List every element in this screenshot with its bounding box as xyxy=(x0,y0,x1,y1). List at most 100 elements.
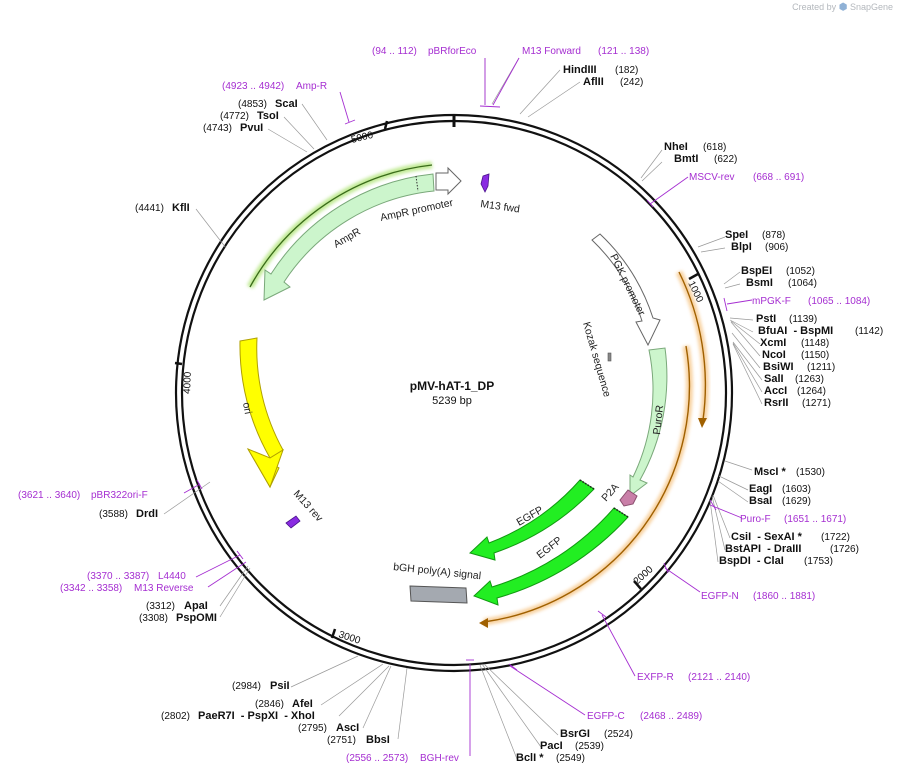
tick-label-2000: 2000 xyxy=(632,564,656,587)
enzyme-bbsi-pos: (2751) xyxy=(327,735,356,746)
enzyme-bspdi-clai-pos: (1753) xyxy=(804,556,833,567)
enzyme-nhei-pos: (618) xyxy=(703,142,726,153)
enzyme-xcmi: XcmI xyxy=(760,337,786,349)
enzyme-bsiwi-pos: (1211) xyxy=(807,362,835,373)
enzyme-psti: PstI xyxy=(756,313,776,325)
snapgene-brand-name: SnapGene xyxy=(849,2,893,12)
primer-m13-reverse-range: (3342 .. 3358) xyxy=(60,583,122,594)
enzyme-apai-pos: (3312) xyxy=(146,601,175,612)
features: AmpR AmpR promoter M13 fwd ori M13 rev P… xyxy=(239,161,709,628)
primer-egfp-c-range: (2468 .. 2489) xyxy=(640,711,702,722)
enzyme-bstapi-draiii-pos: (1726) xyxy=(830,544,859,555)
enzyme-apai: ApaI xyxy=(184,600,208,612)
enzyme-afei-pos: (2846) xyxy=(255,699,284,710)
primer-egfp-c: EGFP-C xyxy=(587,711,625,722)
enzyme-bsai-pos: (1629) xyxy=(782,496,811,507)
primer-egfp-n: EGFP-N xyxy=(701,591,739,602)
enzyme-blpi: BlpI xyxy=(731,241,752,253)
enzyme-tsoi-pos: (4772) xyxy=(220,111,249,122)
enzyme-afei: AfeI xyxy=(292,698,313,710)
enzyme-kfli-pos: (4441) xyxy=(135,203,164,214)
snapgene-branding: Created by ⬢ SnapGene xyxy=(792,2,893,13)
enzyme-psii: PsiI xyxy=(270,680,290,692)
created-by-label: Created by xyxy=(792,2,837,12)
primer-bgh-rev-range: (2556 .. 2573) xyxy=(346,753,408,764)
enzyme-bsmi-pos: (1064) xyxy=(788,278,817,289)
ampr-highlight-line xyxy=(249,164,433,288)
orf-arc-2 xyxy=(483,345,691,623)
enzyme-eagi-pos: (1603) xyxy=(782,484,811,495)
primer-mpgk-f: mPGK-F xyxy=(752,296,791,307)
puror-feature xyxy=(629,347,668,498)
enzyme-paer7i-pspxi-xhoi: PaeR7I - PspXI - XhoI xyxy=(198,710,315,722)
tick-5000 xyxy=(383,120,389,130)
enzyme-pspomi: PspOMI xyxy=(176,612,217,624)
egfp1-feature xyxy=(469,479,595,561)
enzyme-bcli: BclI * xyxy=(516,752,544,764)
m13rev-feature xyxy=(285,515,301,529)
enzyme-tsoi: TsoI xyxy=(257,110,279,122)
enzyme-bsmi: BsmI xyxy=(746,277,773,289)
enzyme-bmti-pos: (622) xyxy=(714,154,737,165)
enzyme-scai: ScaI xyxy=(275,98,298,110)
primer-puro-f: Puro-F xyxy=(740,514,771,525)
enzyme-ncoi-pos: (1150) xyxy=(801,350,829,361)
enzyme-msci-pos: (1530) xyxy=(796,467,825,478)
primer-puro-f-range: (1651 .. 1671) xyxy=(784,514,846,525)
enzyme-scai-pos: (4853) xyxy=(238,99,267,110)
primer-pbrforeco-range: (94 .. 112) xyxy=(372,46,417,57)
enzyme-spei-pos: (878) xyxy=(762,230,785,241)
enzyme-bsai: BsaI xyxy=(749,495,772,507)
enzyme-xcmi-pos: (1148) xyxy=(801,338,829,349)
enzyme-bmti: BmtI xyxy=(674,153,698,165)
primer-m13-forward-range: (121 .. 138) xyxy=(598,46,649,57)
enzyme-bspei-pos: (1052) xyxy=(786,266,815,277)
enzyme-aflii: AflII xyxy=(583,76,604,88)
primer-pbrforeco: pBRforEco xyxy=(428,46,477,57)
enzyme-pvui: PvuI xyxy=(240,122,263,134)
bgh-label: bGH poly(A) signal xyxy=(393,561,482,582)
primer-mscv-rev: MSCV-rev xyxy=(689,172,735,183)
enzyme-csii-sexai-pos: (1722) xyxy=(821,532,850,543)
enzyme-bfuai-bspmi: BfuAI - BspMI xyxy=(758,325,833,337)
tick-3000 xyxy=(330,628,337,639)
tick-1000 xyxy=(688,272,699,281)
enzyme-ncoi: NcoI xyxy=(762,349,786,361)
enzyme-paci: PacI xyxy=(540,740,563,752)
enzyme-pvui-pos: (4743) xyxy=(203,123,232,134)
enzyme-aflii-pos: (242) xyxy=(620,77,643,88)
pgk-feature xyxy=(591,233,661,347)
tick-label-4000: 4000 xyxy=(182,371,194,394)
primer-mscv-rev-range: (668 .. 691) xyxy=(753,172,804,183)
enzyme-drdi: DrdI xyxy=(136,508,158,520)
primer-bgh-rev: BGH-rev xyxy=(420,753,459,764)
m13fwd-feature xyxy=(480,173,490,193)
enzyme-rsrii-pos: (1271) xyxy=(802,398,831,409)
enzyme-eagi: EagI xyxy=(749,483,772,495)
enzyme-kfli: KflI xyxy=(172,202,190,214)
enzyme-drdi-pos: (3588) xyxy=(99,509,128,520)
enzyme-pspomi-pos: (3308) xyxy=(139,613,168,624)
primer-m13-forward: M13 Forward xyxy=(522,46,581,57)
enzyme-asci: AscI xyxy=(336,722,359,734)
enzyme-bspdi-clai: BspDI - ClaI xyxy=(719,555,784,567)
ampr-label: AmpR xyxy=(332,225,364,250)
tick-2000 xyxy=(633,580,642,590)
plasmid-name: pMV-hAT-1_DP xyxy=(410,379,494,393)
primer-amp-r: Amp-R xyxy=(296,81,327,92)
primer-exfp-r-range: (2121 .. 2140) xyxy=(688,672,750,683)
m13fwd-label: M13 fwd xyxy=(480,198,521,215)
enzyme-bstapi-draiii: BstAPI - DraIII xyxy=(725,543,801,555)
primer-l4440: L4440 xyxy=(158,571,186,582)
primer-m13-reverse: M13 Reverse xyxy=(134,583,194,594)
enzyme-bsiwi: BsiWI xyxy=(763,361,794,373)
puror-label: PuroR xyxy=(651,404,666,435)
enzyme-csii-sexai: CsiI - SexAI * xyxy=(731,531,803,543)
kozak-feature xyxy=(607,352,612,362)
pgk-label: PGK promoter xyxy=(607,252,647,318)
primer-pbr322ori-f: pBR322ori-F xyxy=(91,490,148,501)
enzyme-msci: MscI * xyxy=(754,466,787,478)
primer-labels: (94 .. 112) pBRforEco M13 Forward (121 .… xyxy=(18,46,870,764)
enzyme-acci-pos: (1264) xyxy=(797,386,826,397)
